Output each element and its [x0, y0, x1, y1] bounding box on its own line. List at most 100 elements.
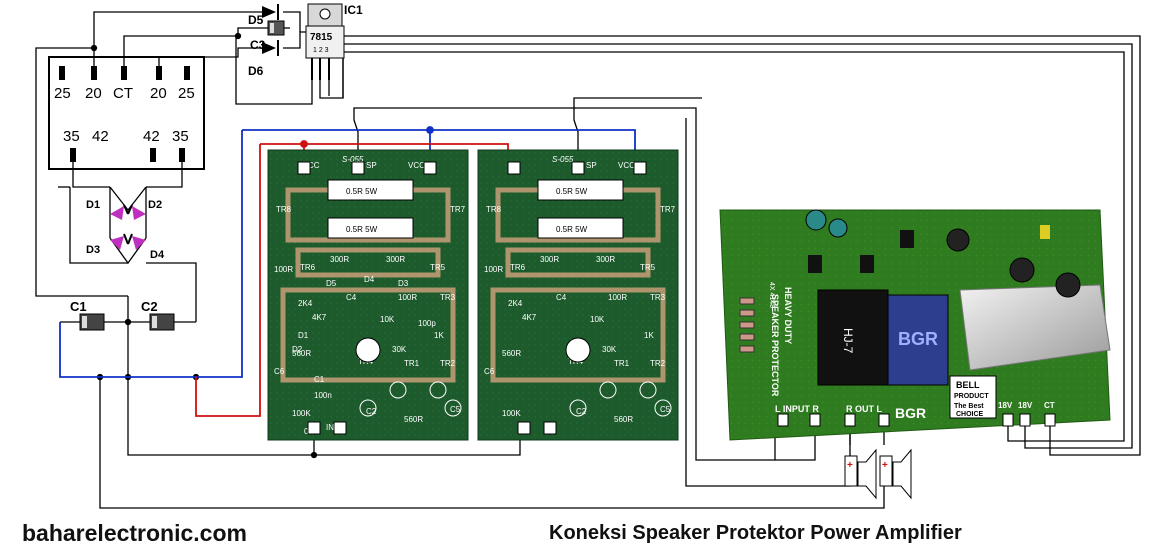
terminal-ground: [307, 421, 321, 435]
transformer-pin: [184, 66, 190, 80]
label-c2: C2: [141, 299, 158, 314]
best-badge-line2: CHOICE: [956, 411, 984, 418]
diode-d2: [127, 204, 146, 220]
best-badge-line1: The Best: [954, 403, 984, 410]
terminal-ground: [517, 421, 531, 435]
c6-label: C6: [274, 367, 285, 376]
tr8-label: TR8: [486, 205, 502, 214]
terminal-vcc: [633, 161, 647, 175]
power-terminal-18v-a: 18V: [998, 401, 1013, 410]
power-terminal-ct: CT: [1044, 401, 1055, 410]
capacitor-c2: C2: [141, 299, 175, 331]
r100-label: 100R: [398, 293, 417, 302]
tr7-label: TR7: [660, 205, 676, 214]
speaker-protector-board: HJ-7 BGR HEAVY DUTY SPEAKER PROTECTOR 4X…: [719, 209, 1111, 441]
r1k-label: 1K: [434, 331, 444, 340]
r300-label: 300R: [540, 255, 559, 264]
c1-label: C1: [314, 375, 325, 384]
d2-label: D2: [292, 345, 303, 354]
terminal-input: [543, 421, 557, 435]
tap-label: 25: [178, 85, 195, 102]
r10k-label: 10K: [380, 315, 395, 324]
c100p-label: 100p: [418, 319, 436, 328]
c4-label: C4: [346, 293, 357, 302]
terminal-sp: [351, 161, 365, 175]
d4-label: D4: [364, 275, 375, 284]
r30k-label: 30K: [392, 345, 407, 354]
vcc-label: VCC: [408, 161, 425, 170]
c4-label: C4: [556, 293, 567, 302]
terminal-vcc-plus: [507, 161, 521, 175]
input-ground-label: 0: [304, 427, 309, 436]
transformer: 25 20 CT 20 25 35 42 42 35: [48, 56, 205, 170]
c6-label: C6: [484, 367, 495, 376]
tap-label: 42: [92, 128, 109, 145]
bridge-rectifier: D1 D2 D3 D4: [86, 186, 165, 265]
label-d4: D4: [150, 249, 165, 261]
output-terminal-label: R OUT L: [846, 404, 882, 414]
resistor-label: 0.5R 5W: [346, 225, 378, 234]
c2-label: C2: [576, 407, 587, 416]
amplifier-board-right: 0.5R 5W 0.5R 5W S-055 SP VCC TR8 TR7 300…: [477, 149, 679, 441]
board-model: S-055: [552, 155, 574, 164]
heatsink: [959, 284, 1111, 371]
tap-label: 42: [143, 128, 160, 145]
r10k-label: 10K: [590, 315, 605, 324]
label-d3: D3: [86, 244, 100, 256]
sp-label: SP: [586, 161, 597, 170]
power-terminal-18v-b: 18V: [1018, 401, 1033, 410]
terminal-sp: [571, 161, 585, 175]
d3-label: D3: [398, 279, 409, 288]
regulator-ic1: 7815 1 2 3 IC1: [305, 3, 363, 80]
c5-label: C5: [450, 405, 461, 414]
tr1-label: TR1: [404, 359, 420, 368]
r560-label: 560R: [502, 349, 521, 358]
diagram-caption: Koneksi Speaker Protektor Power Amplifie…: [549, 522, 962, 544]
bgr-module-label: BGR: [898, 329, 938, 349]
speaker-cone: [892, 448, 912, 500]
speaker-terminal: [844, 455, 858, 487]
label-c1: C1: [70, 299, 87, 314]
tr1-label: TR1: [614, 359, 630, 368]
tr3-label: TR3: [650, 293, 666, 302]
tr5-label: TR5: [430, 263, 446, 272]
d5-label: D5: [326, 279, 337, 288]
mount-hole: [355, 337, 381, 363]
mount-hole: [565, 337, 591, 363]
r100-label: 100R: [274, 265, 293, 274]
protector-title-line2: SPEAKER PROTECTOR: [770, 294, 780, 397]
input-label: IN: [326, 423, 334, 432]
speaker-terminal: [879, 455, 893, 487]
diode-d4: [127, 233, 146, 250]
rectifier-diodes: D5 C3 D6: [248, 4, 285, 78]
black-wires: [35, 11, 885, 509]
bgr-brand-label: BGR: [895, 405, 926, 421]
transformer-pin: [91, 66, 97, 80]
resistor-label: 0.5R 5W: [556, 187, 588, 196]
input-terminal-label: L INPUT R: [775, 404, 819, 414]
tr8-label: TR8: [276, 205, 292, 214]
transformer-pin: [156, 66, 162, 80]
r2k4-label: 2K4: [508, 299, 523, 308]
r2k4-label: 2K4: [298, 299, 313, 308]
filter-capacitors: C1 C2: [70, 299, 175, 331]
r1k-label: 1K: [644, 331, 654, 340]
r30k-label: 30K: [602, 345, 617, 354]
diode-d1: [110, 204, 129, 220]
label-c3: C3: [250, 38, 266, 52]
bell-badge-line1: BELL: [956, 380, 980, 390]
speaker-cone: [857, 448, 877, 500]
tr7-label: TR7: [450, 205, 466, 214]
r300-label: 300R: [330, 255, 349, 264]
label-d5: D5: [248, 13, 264, 27]
r560-label: 560R: [404, 415, 423, 424]
c5-label: C5: [660, 405, 671, 414]
label-d1: D1: [86, 199, 100, 211]
tap-label: 25: [54, 85, 71, 102]
relay: [817, 289, 889, 386]
tap-label: 35: [63, 128, 80, 145]
protector-title-line1: HEAVY DUTY: [783, 287, 793, 344]
diode-d3: [110, 233, 129, 250]
r300-label: 300R: [596, 255, 615, 264]
